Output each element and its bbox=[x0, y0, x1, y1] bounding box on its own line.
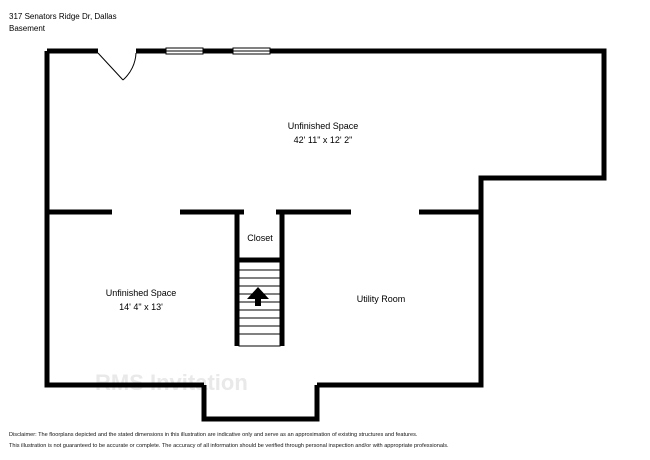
room-name-unfinished-small: Unfinished Space bbox=[106, 288, 177, 298]
room-dims-unfinished-large: 42' 11" x 12' 2" bbox=[294, 135, 353, 145]
address-title: 317 Senators Ridge Dr, Dallas bbox=[9, 12, 117, 21]
room-name-utility: Utility Room bbox=[357, 294, 406, 304]
outer-wall-top bbox=[47, 48, 607, 388]
room-name-closet: Closet bbox=[247, 233, 273, 243]
disclaimer-line-2: This illustration is not guaranteed to b… bbox=[9, 443, 449, 449]
room-dims-unfinished-small: 14' 4" x 13' bbox=[119, 302, 163, 312]
floor-label: Basement bbox=[9, 24, 46, 33]
stair-up-arrow-icon bbox=[247, 287, 269, 306]
door-opening bbox=[98, 48, 136, 54]
disclaimer-line-1: Disclaimer: The floorplans depicted and … bbox=[9, 432, 418, 438]
door-swing-icon bbox=[97, 52, 137, 81]
outer-wall-left bbox=[44, 51, 204, 388]
outer-wall-bump bbox=[201, 385, 320, 422]
room-name-unfinished-large: Unfinished Space bbox=[288, 121, 359, 131]
staircase bbox=[238, 261, 281, 347]
